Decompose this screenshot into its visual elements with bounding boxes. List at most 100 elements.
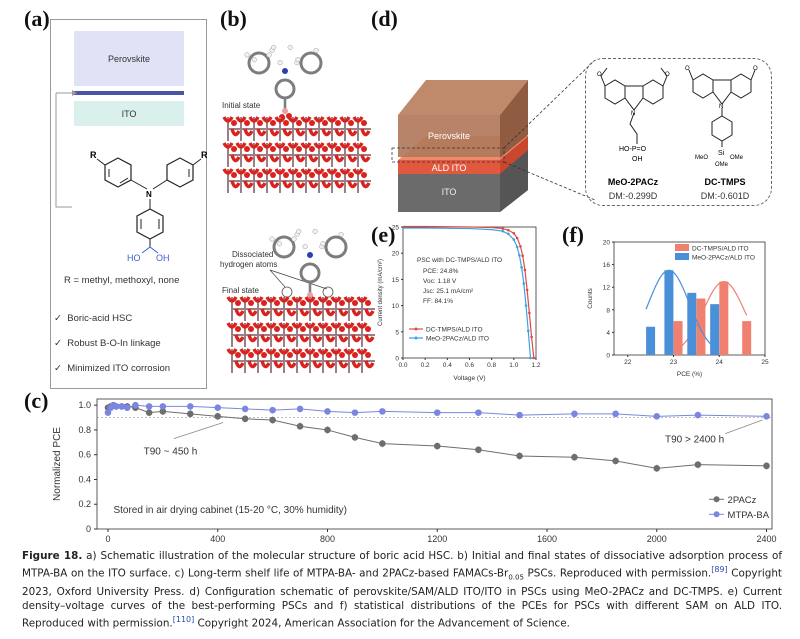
data-point — [571, 453, 578, 461]
y-tick-label: 25 — [392, 225, 400, 232]
checkmark-icon: ✓ — [54, 363, 62, 374]
svg-text:N: N — [719, 104, 723, 110]
data-point — [118, 403, 125, 410]
data-point — [612, 410, 619, 418]
dc-tmps-name: DC-TMPS — [705, 177, 746, 187]
y-tick-label: 20 — [603, 240, 611, 247]
zoom-region-box — [391, 147, 505, 163]
citation-link-110[interactable]: [110] — [172, 615, 195, 625]
y-tick-label: 5 — [395, 329, 399, 336]
device-stack-schematic: ITO ALD ITO Perovskite — [391, 60, 596, 212]
x-tick-label: 0.2 — [421, 362, 430, 369]
data-point — [104, 409, 112, 416]
y-tick-label: 0.6 — [78, 450, 91, 460]
x-axis-label: Voltage (V) — [453, 375, 485, 382]
panel-e-label: (e) — [371, 222, 396, 247]
x-tick-label: 1.2 — [531, 362, 540, 369]
svg-text:O: O — [685, 66, 690, 72]
molecule-final — [269, 228, 348, 298]
data-point — [516, 452, 523, 460]
panel-a-frame — [50, 19, 207, 389]
data-point — [694, 411, 702, 419]
x-axis-label: PCE (%) — [677, 371, 702, 378]
annotation-title: PSC with DC-TMPS/ALD ITO — [417, 257, 502, 264]
y-tick-label: 8 — [606, 307, 610, 314]
ald-ito-block — [398, 160, 500, 174]
legend-marker — [414, 336, 418, 340]
figure-caption: Figure 18. a) Schematic illustration of … — [22, 550, 782, 630]
x-tick-label: 1.0 — [509, 362, 518, 369]
legend-label: MeO-2PACz/ALD ITO — [426, 336, 489, 343]
data-point — [112, 403, 120, 410]
feature-item: ✓ Minimized ITO corrosion — [54, 363, 171, 374]
y-tick-label: 0.4 — [78, 474, 91, 484]
feature-item: ✓ Robust B-O-In linkage — [54, 338, 161, 349]
hydrogen-marker-left — [281, 286, 293, 298]
meo-2pacz-structure — [600, 67, 668, 144]
data-point — [524, 304, 528, 307]
storage-condition-note: Stored in air drying cabinet (15-20 °C, … — [113, 505, 347, 516]
histogram-bar — [664, 270, 674, 355]
r-right-label: R — [201, 150, 207, 160]
histogram-bar — [687, 292, 697, 355]
y-tick-label: 15 — [392, 277, 400, 284]
series-line-DC-TMPS/ALD ITO — [403, 225, 535, 359]
dissociated-label-1: Dissociated — [232, 250, 273, 259]
boronic-ho-label: HO — [127, 253, 141, 263]
y-tick-label: 4 — [606, 330, 610, 337]
x-tick-label: 1600 — [537, 534, 557, 544]
dc-tmps-structure — [688, 69, 756, 147]
data-point — [351, 409, 359, 416]
data-point — [653, 413, 661, 420]
data-point — [379, 408, 386, 415]
annotation-line: Voc: 1.18 V — [423, 278, 457, 285]
x-tick-label: 0.4 — [443, 362, 452, 369]
ito-layer-label: ITO — [121, 108, 137, 119]
data-point — [241, 415, 249, 423]
checkmark-icon: ✓ — [54, 338, 62, 349]
dft-structures: Initial state Final state Dissociated hy… — [220, 44, 375, 373]
data-point — [516, 411, 523, 419]
citation-link-89[interactable]: [89] — [711, 565, 728, 575]
histogram-bar — [673, 321, 683, 355]
histogram-bar — [719, 281, 729, 355]
data-point — [324, 408, 331, 415]
dissociated-label-2: hydrogen atoms — [220, 260, 277, 269]
arrow-head-icon — [72, 90, 77, 96]
meo-2pacz-anchor: HO-P=O — [619, 146, 647, 153]
t90-annotation-mtpa: T90 > 2400 h — [665, 434, 724, 445]
data-point — [518, 253, 521, 257]
data-point — [433, 442, 441, 450]
panel-b-label: (b) — [220, 6, 247, 31]
dc-tmps-si: Si — [718, 150, 725, 157]
data-point — [522, 282, 526, 285]
data-point — [515, 245, 519, 249]
nitrogen-label: N — [146, 190, 152, 199]
data-point — [521, 254, 524, 258]
svg-text:O: O — [665, 72, 670, 78]
legend-label: MTPA-BA — [728, 510, 770, 521]
legend-label: MeO-2PACz/ALD ITO — [692, 255, 755, 262]
x-tick-label: 22 — [624, 359, 632, 366]
y-tick-label: 0 — [395, 356, 399, 363]
data-point — [379, 440, 386, 447]
x-tick-label: 25 — [761, 359, 769, 366]
data-point — [763, 462, 770, 470]
y-tick-label: 0 — [606, 353, 610, 360]
dc-tmps-dipole: DM:-0.601D — [701, 191, 750, 201]
data-point — [694, 461, 702, 468]
data-point — [763, 413, 770, 420]
x-tick-label: 400 — [210, 534, 225, 544]
data-point — [525, 288, 529, 292]
y-tick-label: 16 — [603, 262, 611, 269]
x-tick-label: 1200 — [427, 534, 447, 544]
plot-frame — [96, 398, 773, 530]
perovskite-layer: Perovskite — [74, 31, 184, 86]
panel-a-label: (a) — [24, 6, 50, 31]
meo-2pacz-n-label: N — [631, 111, 635, 117]
data-point — [506, 228, 510, 232]
